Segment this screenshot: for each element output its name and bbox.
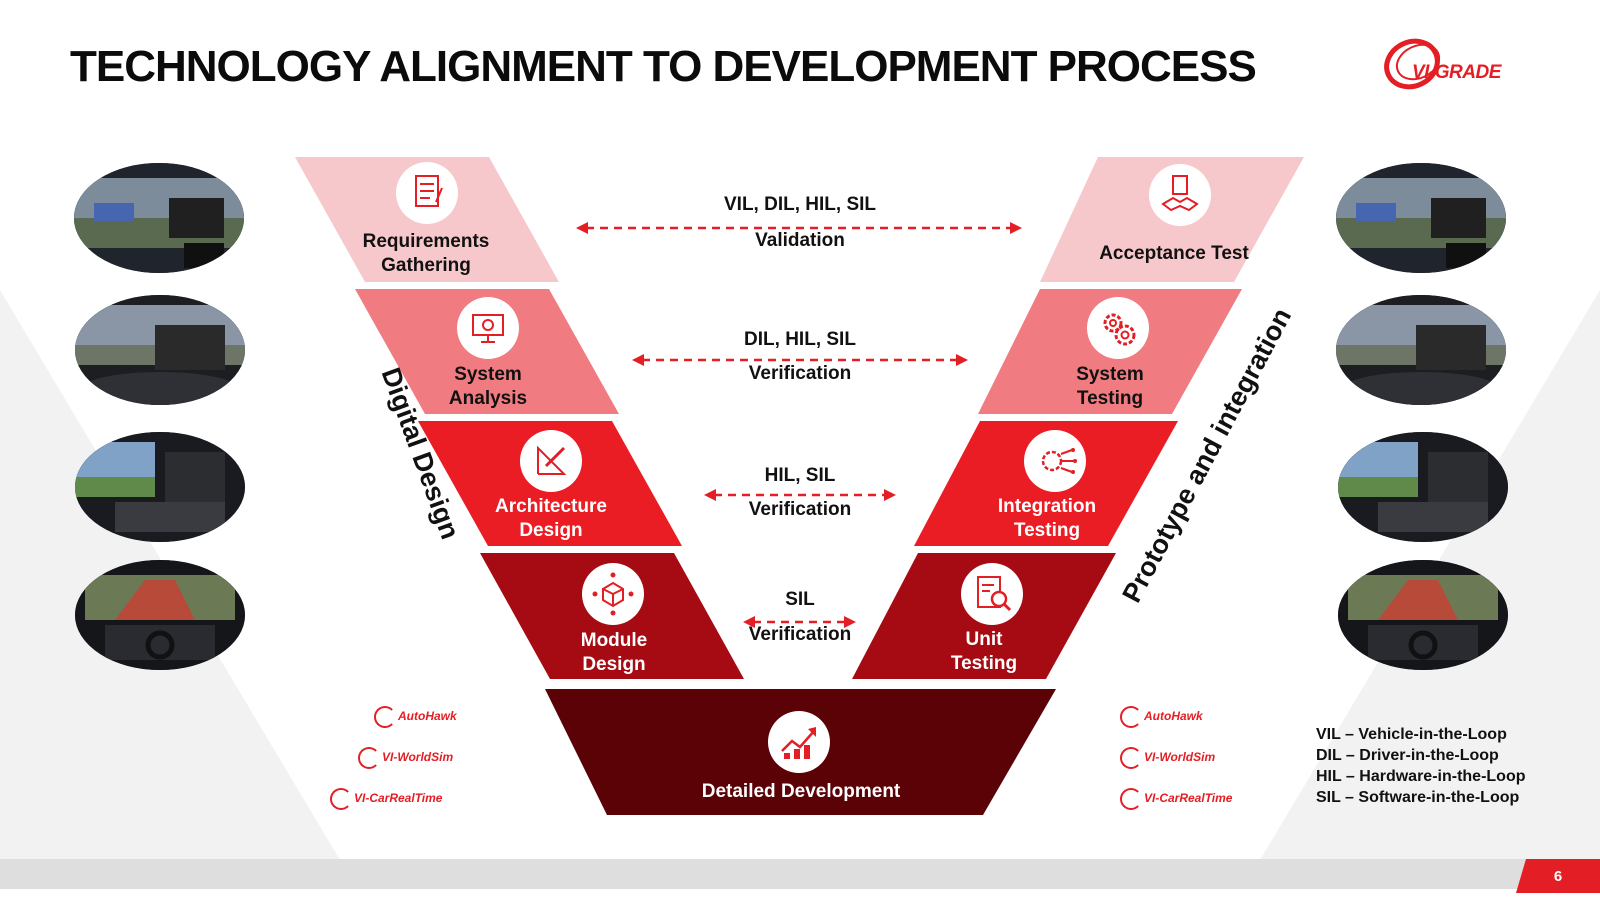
label-architecture-design: Architecture Design: [495, 496, 607, 541]
label-acceptance-test: Acceptance Test: [1099, 243, 1249, 264]
connector-methods-3: HIL, SIL: [764, 465, 836, 486]
label-requirements-gathering: Requirements Gathering: [362, 231, 490, 276]
legend-item: DIL – Driver-in-the-Loop: [1316, 747, 1499, 764]
connector-type-3: Verification: [748, 499, 852, 520]
simulator-photo-8: [1338, 560, 1508, 670]
connector-type-4: Verification: [748, 624, 852, 645]
footer-bar: [0, 859, 1600, 889]
page-number: 6: [1516, 859, 1600, 893]
label-system-testing: System Testing: [1076, 364, 1144, 409]
vi-worldsim-logo-left: VI-WorldSim: [358, 747, 453, 769]
cube-network-icon: [582, 563, 644, 625]
vi-carrealtime-logo-right: VI-CarRealTime: [1120, 788, 1232, 810]
connector-type-2: Verification: [748, 363, 852, 384]
growth-chart-icon: [768, 711, 830, 773]
label-unit-testing: Unit Testing: [950, 629, 1018, 674]
legend: VIL – Vehicle-in-the-Loop DIL – Driver-i…: [1316, 724, 1526, 808]
legend-item: VIL – Vehicle-in-the-Loop: [1316, 726, 1507, 743]
ruler-pencil-icon: [520, 430, 582, 492]
vi-worldsim-logo-right: VI-WorldSim: [1120, 747, 1215, 769]
legend-item: HIL – Hardware-in-the-Loop: [1316, 768, 1526, 785]
vi-carrealtime-logo-left: VI-CarRealTime: [330, 788, 442, 810]
connector-methods-2: DIL, HIL, SIL: [744, 329, 856, 350]
simulator-photo-6: [1336, 295, 1506, 405]
autohawk-logo-right: AutoHawk: [1120, 706, 1203, 728]
magnifier-document-icon: [961, 563, 1023, 625]
handshake-icon: [1149, 164, 1211, 226]
integration-circuit-icon: [1024, 430, 1086, 492]
label-detailed-development: Detailed Development: [701, 781, 901, 802]
checklist-document-icon: [396, 162, 458, 224]
connector-type-1: Validation: [755, 230, 845, 251]
label-system-analysis: System Analysis: [448, 364, 528, 409]
simulator-photo-1: [74, 163, 244, 273]
simulator-photo-4: [75, 560, 245, 670]
legend-item: SIL – Software-in-the-Loop: [1316, 789, 1520, 806]
monitor-gear-icon: [457, 297, 519, 359]
gears-icon: [1087, 297, 1149, 359]
autohawk-logo-left: AutoHawk: [374, 706, 457, 728]
connector-methods-4: SIL: [785, 589, 815, 610]
simulator-photo-7: [1338, 432, 1508, 542]
page-title: TECHNOLOGY ALIGNMENT TO DEVELOPMENT PROC…: [70, 42, 1257, 91]
simulator-photo-5: [1336, 163, 1506, 273]
connector-methods-1: VIL, DIL, HIL, SIL: [724, 194, 876, 215]
label-module-design: Module Design: [580, 630, 648, 675]
simulator-photo-2: [75, 295, 245, 405]
brand-logo-text: VI-GRADE: [1412, 62, 1501, 83]
vi-grade-logo: [1384, 38, 1441, 90]
label-integration-testing: Integration Testing: [997, 496, 1097, 541]
simulator-photo-3: [75, 432, 245, 542]
